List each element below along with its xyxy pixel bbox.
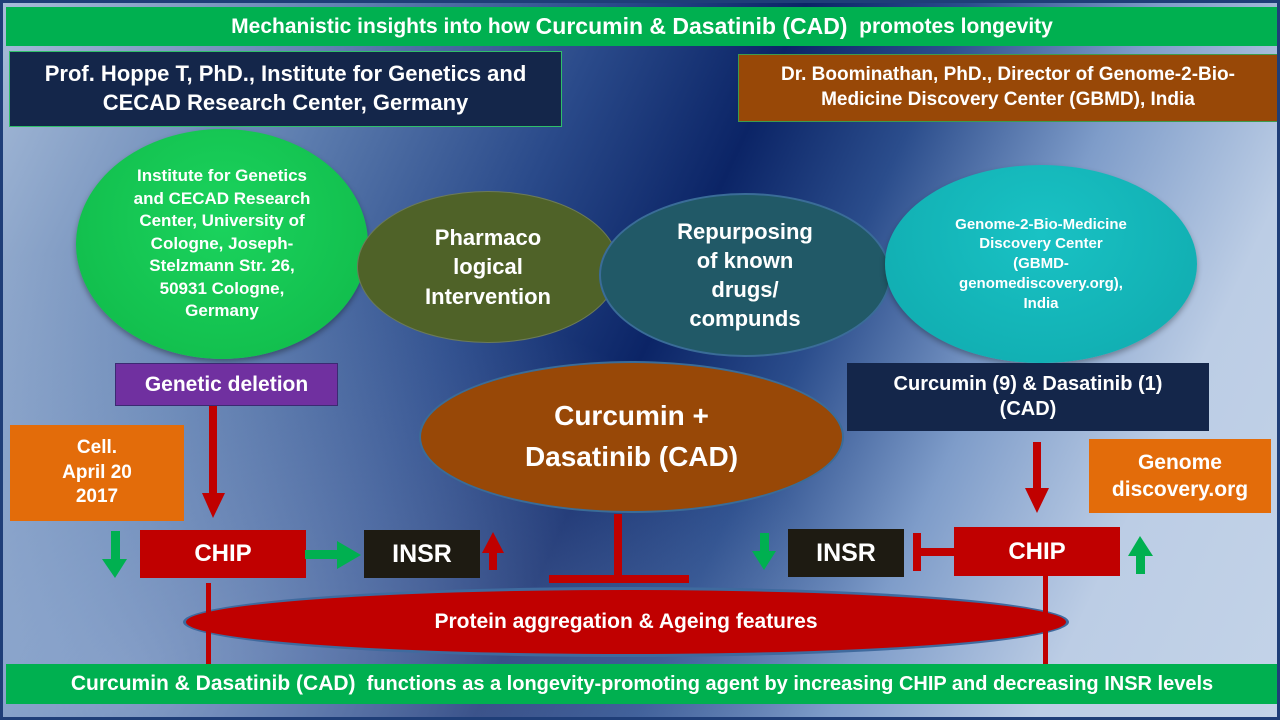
title-banner: Mechanistic insights into how Curcumin &…: [6, 7, 1277, 46]
repurposing-ellipse: Repurposing of known drugs/ compunds: [599, 193, 891, 357]
right-insr-down-arrow-icon: [752, 533, 776, 570]
protein-aggregation-ellipse: Protein aggregation & Ageing features: [183, 587, 1069, 657]
genetic-deletion-box: Genetic deletion: [115, 363, 338, 406]
pharmaco-ellipse: Pharmaco logical Intervention: [357, 191, 619, 343]
title-prefix: Mechanistic insights into how: [231, 14, 536, 38]
left-chip-down-arrow-icon: [102, 531, 127, 578]
cad-dose-box: Curcumin (9) & Dasatinib (1) (CAD): [847, 363, 1209, 431]
arrow-cad-to-right-chip: [1025, 442, 1049, 513]
footer-suffix: functions as a longevity-promoting agent…: [355, 672, 1214, 695]
title-suffix: promotes longevity: [847, 14, 1053, 38]
footer-highlight: Curcumin & Dasatinib (CAD): [70, 672, 356, 695]
title-highlight: Curcumin & Dasatinib (CAD): [535, 13, 848, 39]
right-insr-box: INSR: [788, 529, 904, 577]
inhibit-cad-to-protein: [549, 514, 689, 583]
right-chip-up-arrow-icon: [1128, 536, 1153, 574]
left-institute-ellipse: Institute for Genetics and CECAD Researc…: [76, 129, 368, 359]
inhibit-left-chip-to-protein: [171, 583, 245, 673]
left-insr-box: INSR: [364, 530, 480, 578]
right-institute-ellipse: Genome-2-Bio-Medicine Discovery Center (…: [885, 165, 1197, 363]
right-chip-box: CHIP: [954, 527, 1120, 576]
left-author-box: Prof. Hoppe T, PhD., Institute for Genet…: [9, 51, 562, 127]
footer-banner: Curcumin & Dasatinib (CAD) functions as …: [6, 664, 1277, 704]
connector-layer: [102, 406, 1153, 673]
arrow-genetic-deletion-to-chip: [202, 406, 225, 518]
left-insr-up-arrow-icon: [482, 532, 504, 570]
right-author-box: Dr. Boominathan, PhD., Director of Genom…: [738, 54, 1277, 122]
left-chip-box: CHIP: [140, 530, 306, 578]
cad-ellipse: Curcumin + Dasatinib (CAD): [419, 361, 844, 513]
inhibit-right-chip-to-insr: [913, 533, 955, 571]
left-citation-box: Cell. April 20 2017: [10, 425, 184, 521]
arrow-chip-to-insr: [305, 541, 361, 569]
inhibit-right-chip-to-protein: [1008, 576, 1082, 673]
right-citation-box: Genome discovery.org: [1089, 439, 1271, 513]
